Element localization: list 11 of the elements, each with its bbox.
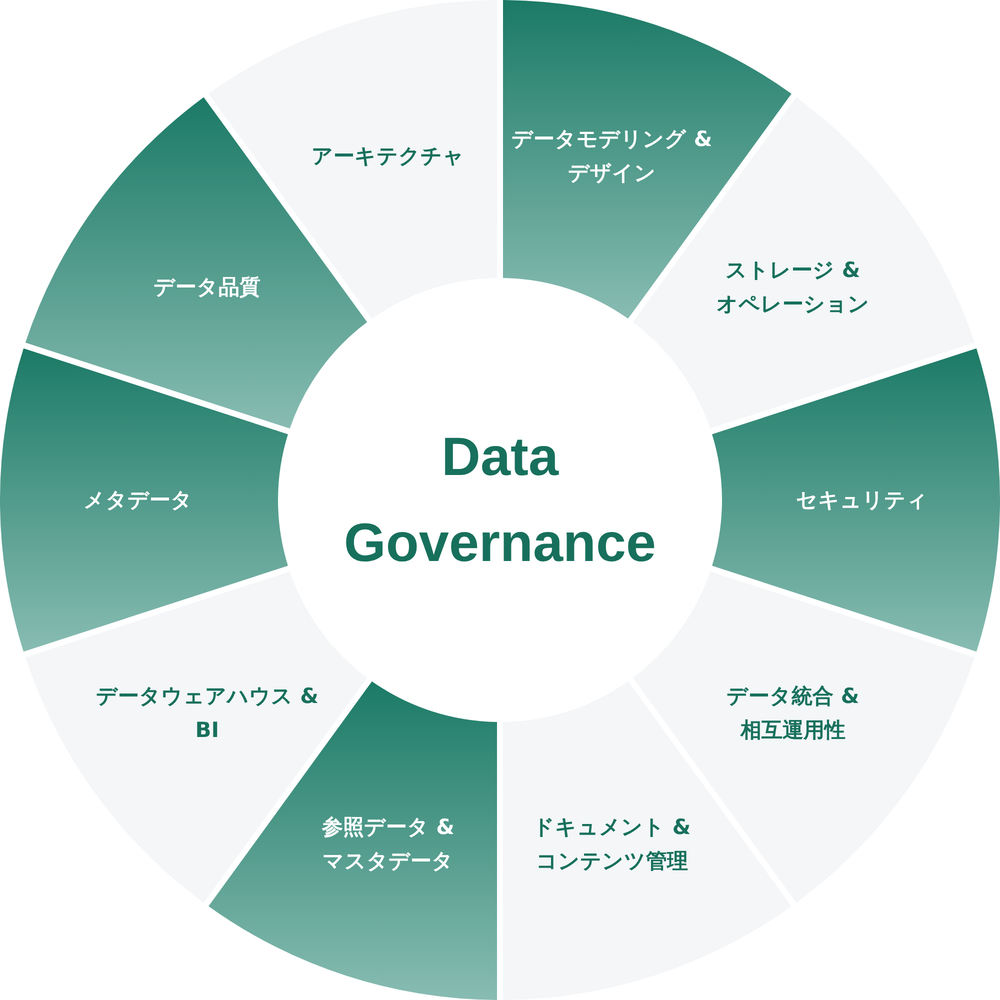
segment-label: データ品質: [152, 274, 262, 302]
segment-label: ドキュメント & コンテンツ管理: [532, 814, 692, 876]
segment-label: データモデリング & デザイン: [510, 126, 714, 187]
center-title: Data Governance: [342, 426, 658, 575]
segment-label: セキュリティ: [795, 487, 929, 514]
segment-label: ストレージ & オペレーション: [715, 257, 870, 318]
segment-label: データウェアハウス & BI: [94, 682, 320, 744]
segment-label: メタデータ: [82, 487, 194, 514]
segment-label: データ統合 & 相互運用性: [726, 682, 860, 744]
segment-label: 参照データ & マスタデータ: [320, 814, 456, 876]
segment-label: アーキテクチャ: [310, 142, 466, 170]
